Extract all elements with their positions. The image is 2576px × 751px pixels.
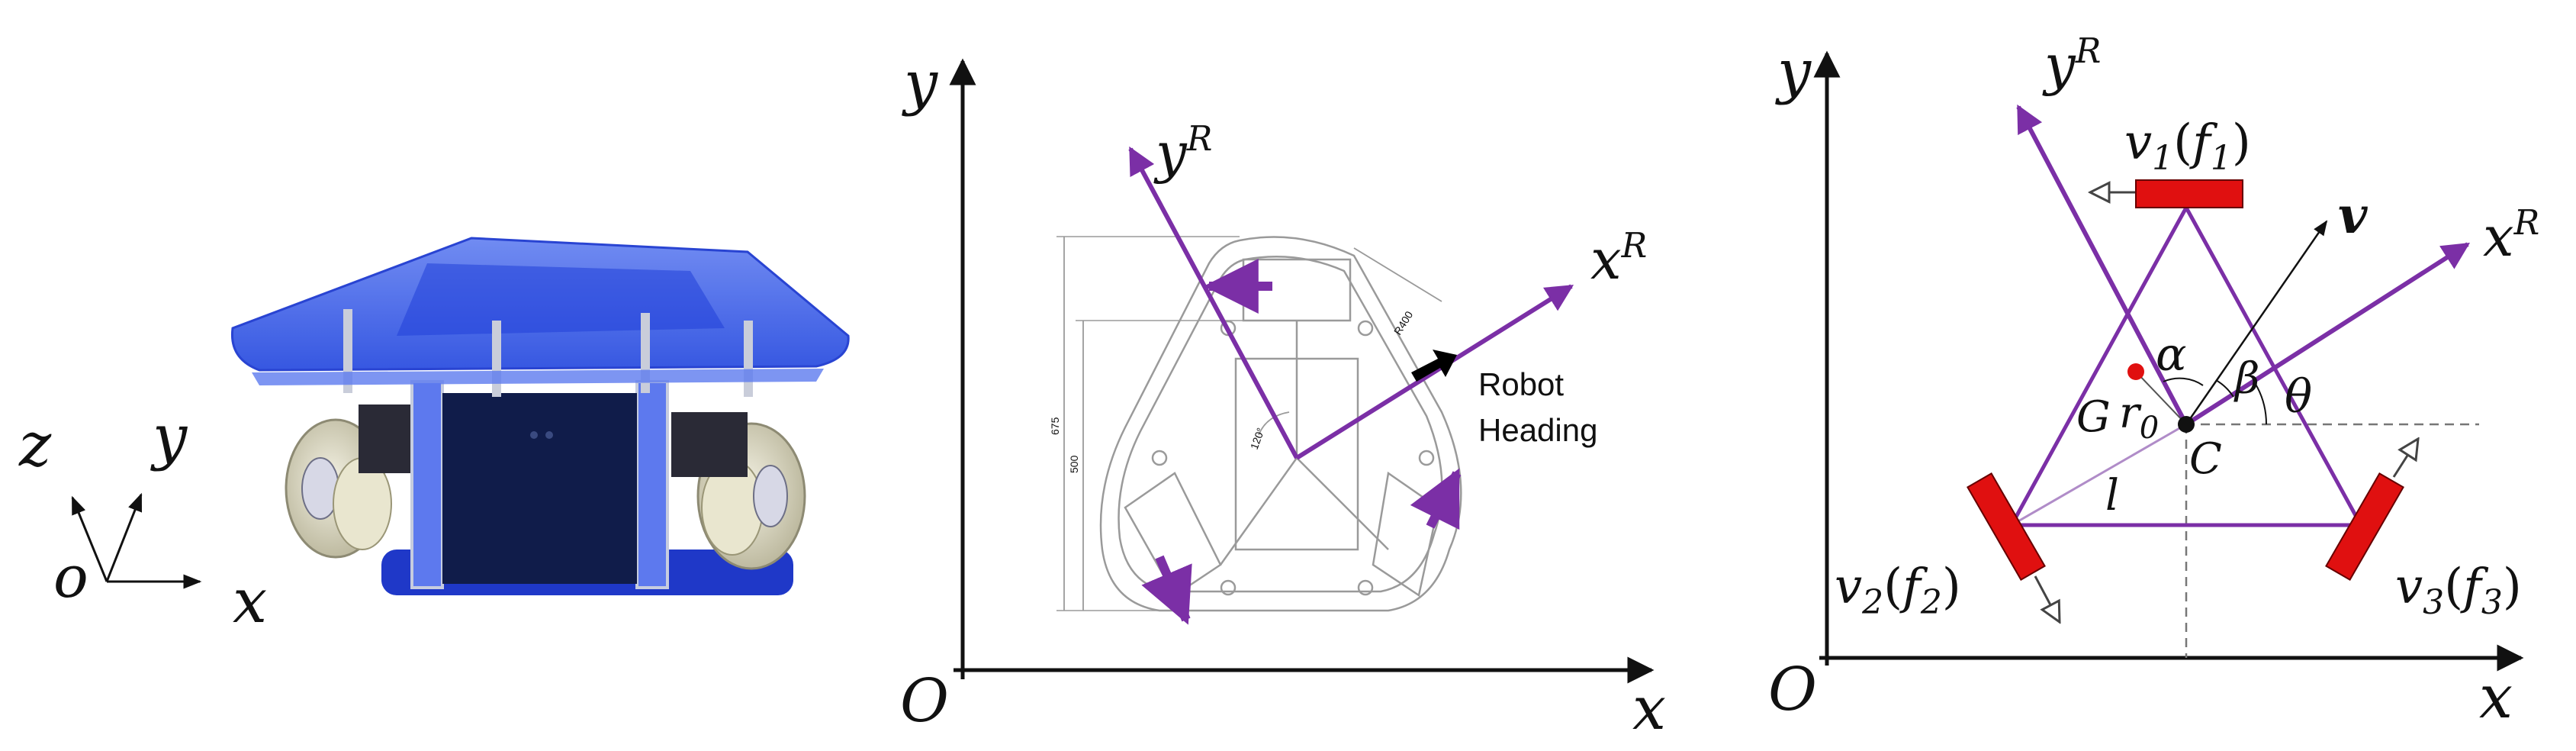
kin-beta-label: β [2233, 354, 2259, 404]
outline-right-module [1372, 471, 1439, 598]
drawing-y-label: y [902, 49, 938, 118]
heading-label-line1: Robot [1478, 366, 1564, 402]
outline-inner [1118, 256, 1443, 593]
kin-point-G [2127, 363, 2144, 380]
kin-theta-label: θ [2285, 370, 2312, 424]
drawing-x-label: x [1632, 675, 1666, 743]
outline-outer [1099, 236, 1462, 612]
kin-wheel3-force-arrow [2392, 439, 2418, 478]
photo-y-label: y [150, 401, 188, 472]
kin-wheel1-label: v1(f1) [2124, 114, 2251, 178]
kinematics-panel: y O x xR yR v α β θ G r0 [1768, 31, 2539, 732]
kin-yR-label: yR [2042, 31, 2101, 97]
kin-robot-xR-axis [2185, 242, 2471, 427]
kin-wheel3 [2325, 472, 2404, 581]
robot-photo-panel: z y o x [18, 237, 850, 637]
kin-x-label: x [2479, 663, 2513, 732]
kin-wheel1 [2135, 179, 2243, 208]
kin-y-label: y [1775, 37, 1812, 106]
photo-z-label: z [18, 409, 52, 480]
drawing-origin-label: O [900, 667, 949, 736]
kin-xR-label: xR [2483, 203, 2539, 269]
robot-standoff [492, 321, 501, 397]
drawing-wheel2-direction [1141, 555, 1192, 625]
outline-bolt [1220, 579, 1237, 596]
robot-top-plate-inner [397, 263, 725, 336]
robot-standoff [744, 321, 753, 397]
drawing-panel: y O x 675 [900, 49, 1666, 743]
kin-G-label: G [2076, 392, 2111, 442]
drawing-robot-yR-axis [1128, 146, 1299, 459]
kin-theta-arc [2253, 381, 2268, 425]
robot-front-panel-bolt [530, 431, 538, 439]
drawing-robot-xR-axis [1295, 284, 1574, 460]
robot-motor-right [671, 412, 748, 477]
kin-r0-label: r0 [2119, 388, 2159, 446]
robot-rail-left [410, 380, 444, 589]
kin-velocity-vector [2185, 220, 2328, 425]
robot-front-panel-bolt [545, 431, 553, 439]
dim-angle-arc [1258, 411, 1290, 436]
dim-angle-label: 120° [1248, 426, 1267, 451]
kin-beta-arc [2215, 379, 2234, 398]
photo-y-axis [105, 492, 143, 582]
kin-alpha-arc [2163, 377, 2204, 386]
kin-point-C [2178, 416, 2195, 433]
robot-front-panel [442, 393, 637, 584]
dim-radius-arc [1353, 247, 1442, 302]
photo-o-label: o [53, 543, 88, 611]
outline-spoke [1219, 457, 1298, 566]
robot-outline-drawing [1056, 236, 1462, 612]
dim-radius-label: R400 [1391, 309, 1415, 337]
drawing-yR-label: yR [1153, 119, 1212, 185]
kin-r0-segment [2135, 371, 2187, 425]
heading-arrow [1411, 350, 1457, 382]
outline-spoke [1296, 457, 1389, 550]
kin-C-label: C [2189, 434, 2222, 484]
robot-rail-right [635, 380, 669, 589]
drawing-xR-label: xR [1590, 226, 1647, 292]
kin-wheel2-label: v2(f2) [1835, 559, 1961, 622]
kin-wheel3-label: v3(f3) [2395, 559, 2522, 622]
heading-label-line2: Heading [1478, 412, 1597, 448]
outline-bolt [1151, 450, 1168, 466]
kin-robot-yR-axis [2016, 104, 2188, 426]
kin-velocity-label: v [2338, 185, 2368, 245]
kin-wheel2-force-arrow [2034, 575, 2060, 622]
robot-wheel-right-hub [753, 465, 788, 527]
outline-bolt [1357, 320, 1374, 337]
outline-bolt [1357, 579, 1374, 596]
dim-overall-label: 675 [1049, 417, 1061, 435]
photo-x-label: x [233, 566, 267, 637]
robot-mid-plate [252, 369, 824, 385]
kin-l-label: l [2105, 471, 2119, 521]
photo-z-axis [71, 495, 108, 582]
kin-alpha-label: α [2156, 328, 2187, 382]
photo-frame: z y o x [18, 401, 267, 637]
kin-radius-l [2011, 423, 2187, 527]
dim-inner-label: 500 [1068, 455, 1080, 473]
robot-photo [230, 237, 850, 595]
kin-wheel2 [1967, 472, 2046, 581]
kin-origin-label: O [1768, 656, 1817, 724]
drawing-wheel3-direction [1410, 468, 1462, 530]
outline-bolt [1418, 450, 1435, 466]
